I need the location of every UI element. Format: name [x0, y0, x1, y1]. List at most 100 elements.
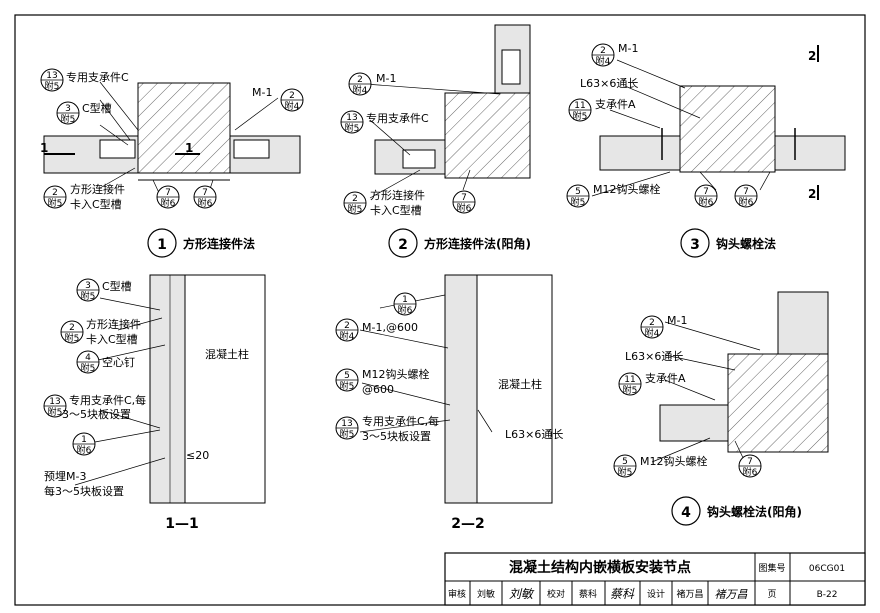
- callout-5-d4: 5 附5: [613, 454, 637, 478]
- detail4-wall-left: [659, 404, 729, 442]
- detail4-column: [727, 353, 829, 453]
- svg-text:3: 3: [85, 281, 91, 291]
- s11-column-label: 混凝土柱: [205, 347, 249, 361]
- callout-7a-d3: 7 附6: [694, 184, 718, 208]
- detail-4: 2 附4 M-1 L63×6通长 11 附5 支承件A 5 附5 M12钩头螺栓…: [613, 291, 829, 478]
- s11-column: [184, 274, 266, 504]
- svg-text:附4: 附4: [285, 100, 300, 112]
- callout-13-s11: 13 附5: [43, 394, 67, 418]
- s11-conn-label-2: 卡入C型槽: [86, 332, 138, 346]
- s22-panel: [444, 274, 478, 504]
- svg-text:附5: 附5: [348, 203, 363, 215]
- callout-2m-d2: 2 附4: [348, 72, 372, 96]
- sheet-border: [14, 14, 866, 606]
- s22-column: [476, 274, 553, 504]
- callout-5-d3: 5 附5: [566, 184, 590, 208]
- svg-text:11: 11: [624, 375, 635, 385]
- svg-text:1: 1: [157, 237, 167, 253]
- d3-supA-label: 支承件A: [595, 98, 636, 111]
- callout-4-s11: 4 附5: [76, 350, 100, 374]
- detail2-connector-top: [501, 49, 521, 85]
- callout-13-s22: 13 附5: [335, 416, 359, 440]
- d1-section-mark-right: 1: [185, 141, 193, 155]
- d1-conn-label-1: 方形连接件: [70, 182, 125, 196]
- tb-title: 混凝土结构内嵌横板安装节点: [509, 559, 691, 576]
- callout-13-d2: 13 附5: [340, 110, 364, 134]
- tb-checker: 蔡科: [579, 588, 597, 600]
- svg-text:钩头螺栓法: 钩头螺栓法: [716, 236, 776, 251]
- s11-conn-label-1: 方形连接件: [86, 317, 141, 331]
- callout-2-s11: 2 附5: [60, 320, 84, 344]
- title-2: 2 方形连接件法(阳角): [388, 228, 531, 258]
- section-2-2: 1 附6 2 附4 M-1,@600 5 附5 M12钩头螺栓 @600 13 …: [335, 274, 563, 532]
- d1-support-label: 专用支承件C: [66, 70, 129, 84]
- callout-7a-d1: 7 附6: [156, 185, 180, 209]
- svg-text:钩头螺栓法(阳角): 钩头螺栓法(阳角): [707, 504, 802, 519]
- svg-text:11: 11: [574, 101, 585, 111]
- detail1-connector-left: [99, 139, 136, 159]
- d1-conn-label-2: 卡入C型槽: [70, 197, 122, 211]
- svg-text:1: 1: [402, 295, 408, 305]
- s11-title: 1—1: [165, 516, 198, 532]
- d4-angle-label: L63×6通长: [625, 350, 683, 363]
- detail3-wall-right: [774, 135, 846, 171]
- d2-support-label: 专用支承件C: [366, 111, 429, 125]
- svg-text:2: 2: [357, 75, 363, 85]
- callout-7-d2: 7 附6: [452, 190, 476, 214]
- svg-text:附6: 附6: [699, 196, 714, 208]
- callout-7b-d3: 7 附6: [734, 184, 758, 208]
- s11-emb-label-1: 预埋M-3: [44, 470, 86, 483]
- svg-text:附6: 附6: [743, 466, 758, 478]
- svg-text:13: 13: [49, 397, 60, 407]
- callout-2m-d3: 2 附4: [591, 43, 615, 67]
- tb-atlas-label: 图集号: [758, 562, 785, 574]
- d4-m1-label: M-1: [667, 314, 687, 327]
- svg-text:2: 2: [69, 323, 75, 333]
- svg-text:附5: 附5: [573, 110, 588, 122]
- s11-nail-label: 空心钉: [102, 355, 135, 369]
- svg-text:1: 1: [81, 435, 87, 445]
- svg-text:附6: 附6: [457, 202, 472, 214]
- callout-1-s22: 1 附6: [393, 292, 417, 316]
- s11-emb-label-2: 每3～5块板设置: [44, 484, 124, 498]
- d4-supA-label: 支承件A: [645, 372, 686, 385]
- callout-3-d1: 3 附5: [56, 101, 80, 125]
- d4-bolt-label: M12钩头螺栓: [640, 454, 708, 468]
- detail4-wall-top: [777, 291, 829, 355]
- svg-text:2: 2: [649, 318, 655, 328]
- callout-2-d2: 2 附5: [343, 191, 367, 215]
- detail2-connector: [402, 149, 436, 169]
- callout-1-s11: 1 附6: [72, 432, 96, 456]
- svg-text:附5: 附5: [571, 196, 586, 208]
- svg-text:5: 5: [575, 187, 581, 197]
- detail-3: 2 2 2 附4 M-1 L63×6通长 11 附5 支承件A 5 附5 M12…: [566, 42, 846, 208]
- title-4: 4 钩头螺栓法(阳角): [671, 496, 802, 526]
- detail-1: 13 附5 专用支承件C 3 附5 C型槽 M-1 2 附4 1 1 2 附5 …: [40, 68, 304, 211]
- title-1: 1 方形连接件法: [147, 228, 255, 258]
- s22-title: 2—2: [451, 516, 484, 532]
- svg-text:附5: 附5: [61, 113, 76, 125]
- svg-text:3: 3: [65, 104, 71, 114]
- svg-text:4: 4: [681, 505, 691, 521]
- tb-page-label: 页: [767, 589, 776, 600]
- d1-section-mark-left: 1: [40, 141, 48, 155]
- svg-text:附5: 附5: [81, 362, 96, 374]
- tb-page-no: B-22: [817, 590, 838, 600]
- svg-text:附5: 附5: [65, 332, 80, 344]
- d3-angle-label: L63×6通长: [580, 77, 638, 90]
- d3-section-mark-bottom: 2: [808, 187, 816, 201]
- tb-check-label: 校对: [547, 588, 565, 600]
- s11-dim-label: ≤20: [186, 449, 209, 462]
- d2-m1-label: M-1: [376, 72, 396, 85]
- callout-2-d1: 2 附5: [43, 185, 67, 209]
- tb-check-sig: 蔡科: [610, 587, 635, 601]
- section-1-1: 3 附5 C型槽 2 附5 方形连接件 卡入C型槽 4 附5 空心钉 13 附5…: [43, 274, 266, 532]
- s11-sup-label-1: 专用支承件C,每: [69, 393, 146, 407]
- tb-design-label: 设计: [647, 588, 665, 600]
- callout-2m-d4: 2 附4: [640, 315, 664, 339]
- s22-angle-label: L63×6通长: [505, 428, 563, 441]
- svg-text:13: 13: [346, 113, 357, 123]
- detail-2: 2 附4 M-1 13 附5 专用支承件C 2 附5 方形连接件 卡入C型槽 7…: [340, 24, 531, 217]
- callout-2m-s22: 2 附4: [335, 318, 359, 342]
